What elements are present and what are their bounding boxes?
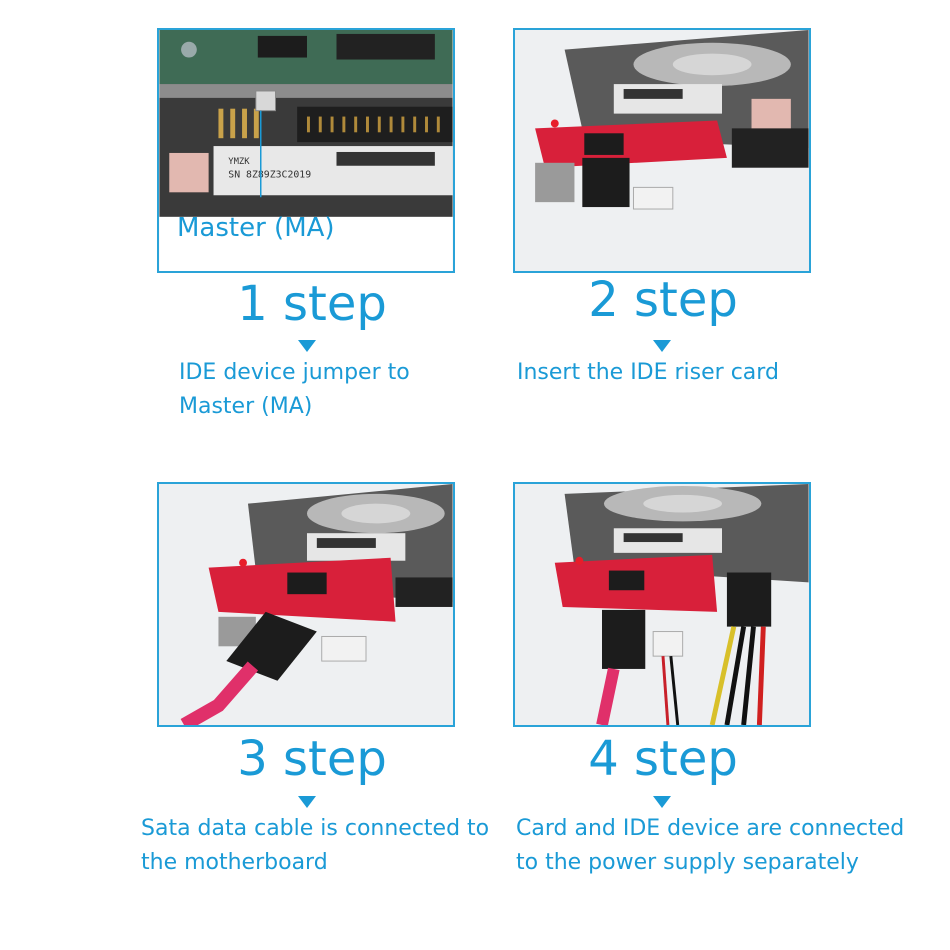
step-1-arrow-icon	[298, 340, 316, 352]
step-3-title: 3 step	[237, 731, 387, 787]
drive-label-model: YMZK	[228, 157, 250, 167]
step-4-photo	[513, 482, 811, 727]
step-2-arrow-icon	[653, 340, 671, 352]
step-4-arrow-icon	[653, 796, 671, 808]
sata-cable-connect-illustration	[159, 484, 453, 725]
step-3-photo	[157, 482, 455, 727]
jumper-callout-label: Master (MA)	[177, 213, 335, 243]
step-1-description: IDE device jumper to Master (MA)	[179, 360, 410, 419]
step-2-description: Insert the IDE riser card	[517, 360, 779, 385]
step-3-description: Sata data cable is connected to the moth…	[141, 816, 490, 875]
step-1-photo: SN 8Z89Z3C2019 YMZK Master (MA)	[157, 28, 455, 273]
step-2-photo	[513, 28, 811, 273]
step-4-title: 4 step	[588, 731, 738, 787]
step-1-title: 1 step	[237, 276, 387, 332]
step-2-title: 2 step	[588, 272, 738, 328]
step-4-description: Card and IDE device are connected to the…	[516, 816, 905, 875]
power-supply-connect-illustration	[515, 484, 809, 725]
drive-label-serial: SN 8Z89Z3C2019	[228, 170, 311, 181]
ide-jumper-illustration: SN 8Z89Z3C2019 YMZK	[159, 30, 453, 271]
step-3-arrow-icon	[298, 796, 316, 808]
riser-card-insert-illustration	[515, 30, 809, 271]
